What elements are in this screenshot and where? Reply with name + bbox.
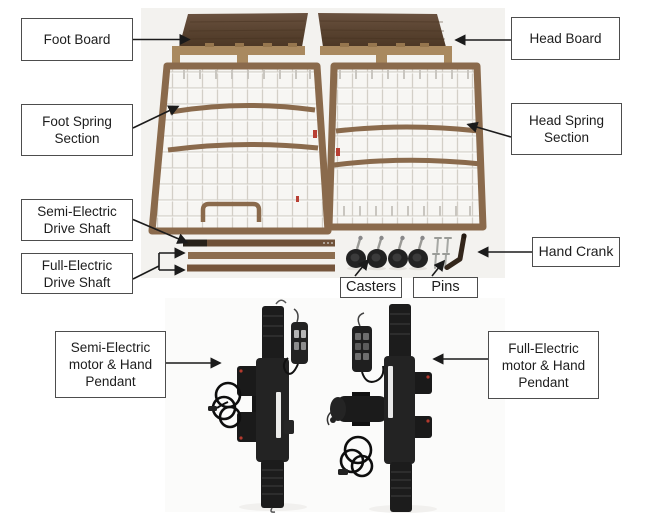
arrow-casters (354, 258, 370, 277)
semi-electric-motor-photo (208, 299, 308, 513)
head-spring-section-photo (325, 62, 487, 231)
callout-arrows (132, 33, 532, 369)
semi-hand-pendant (282, 308, 308, 375)
callout-head-spring-section: Head Spring Section (511, 103, 622, 155)
callout-semi-electric-motor: Semi-Electric motor & Hand Pendant (55, 331, 166, 398)
foot-spring-section-photo (148, 62, 332, 235)
arrow-head-spring (466, 121, 512, 138)
callout-pins: Pins (413, 277, 478, 298)
hand-crank-photo (444, 233, 467, 270)
callout-hand-crank: Hand Crank (532, 237, 620, 267)
arrow-semi-drive-shaft (132, 218, 189, 244)
callout-semi-electric-drive-shaft: Semi-Electric Drive Shaft (21, 199, 133, 241)
arrow-foot-spring (132, 105, 180, 129)
callout-foot-board: Foot Board (21, 18, 133, 61)
full-hand-pendant (352, 312, 385, 383)
casters-photo (346, 235, 428, 271)
full-electric-motor-photo (326, 304, 437, 513)
callout-casters: Casters (340, 277, 402, 298)
callout-full-electric-motor: Full-Electric motor & Hand Pendant (488, 331, 599, 399)
arrow-full-drive-shaft-stem (132, 265, 160, 280)
arrow-pins (431, 259, 446, 277)
drive-shafts-photo (183, 239, 335, 272)
callout-foot-spring-section: Foot Spring Section (21, 104, 133, 156)
callout-head-board: Head Board (511, 17, 620, 60)
callout-full-electric-drive-shaft: Full-Electric Drive Shaft (21, 253, 133, 294)
